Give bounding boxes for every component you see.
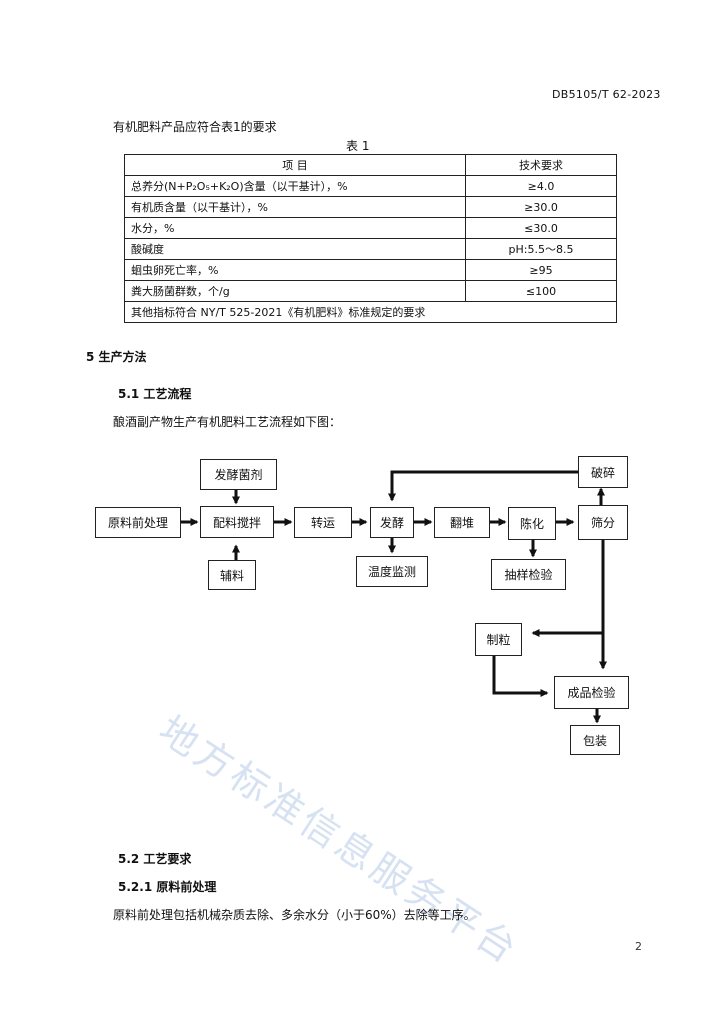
node-packing: 包装 (570, 725, 620, 755)
table-footer-row: 其他指标符合 NY/T 525-2021《有机肥料》标准规定的要求 (124, 301, 617, 323)
table-footer: 其他指标符合 NY/T 525-2021《有机肥料》标准规定的要求 (124, 301, 617, 323)
node-aging: 陈化 (508, 507, 556, 540)
node-product-test: 成品检验 (554, 676, 629, 709)
node-screening: 筛分 (578, 505, 628, 540)
section-5-1-text: 酿酒副产物生产有机肥料工艺流程如下图： (113, 415, 342, 429)
table-row: 总养分(N+P₂O₅+K₂O)含量（以干基计），% ≥4.0 (124, 175, 617, 197)
node-temperature-monitoring: 温度监测 (356, 556, 428, 587)
row-value: ≥4.0 (465, 175, 617, 197)
header-requirement: 技术要求 (465, 154, 617, 176)
section-5-2-1-text: 原料前处理包括机械杂质去除、多余水分（小于60%）去除等工序。 (113, 908, 476, 922)
node-raw-pretreatment: 原料前处理 (95, 507, 181, 538)
node-fermentation: 发酵 (370, 507, 414, 538)
document-id: DB5105/T 62-2023 (552, 88, 661, 101)
node-transport: 转运 (294, 507, 352, 538)
table-row: 蛔虫卵死亡率，% ≥95 (124, 259, 617, 281)
intro-text: 有机肥料产品应符合表1的要求 (113, 120, 277, 134)
node-granulation: 制粒 (475, 623, 522, 656)
node-auxiliary: 辅料 (208, 560, 256, 590)
table-row: 粪大肠菌群数，个/g ≤100 (124, 280, 617, 302)
node-sampling-test: 抽样检验 (491, 559, 566, 590)
page-number: 2 (635, 940, 642, 953)
row-value: ≥95 (465, 259, 617, 281)
node-turning: 翻堆 (434, 507, 490, 538)
row-value: ≤30.0 (465, 217, 617, 239)
table-header-row: 项 目 技术要求 (124, 154, 617, 176)
node-mixing: 配料搅拌 (200, 506, 274, 538)
section-5-2-title: 5.2 工艺要求 (118, 852, 192, 866)
row-item: 总养分(N+P₂O₅+K₂O)含量（以干基计），% (124, 175, 466, 197)
node-crushing: 破碎 (578, 456, 628, 488)
section-5-title: 5 生产方法 (86, 350, 147, 364)
node-fermentation-inoculant: 发酵菌剂 (200, 459, 277, 490)
section-5-2-1-title: 5.2.1 原料前处理 (118, 880, 217, 894)
table-caption: 表 1 (346, 139, 370, 153)
requirements-table: 项 目 技术要求 总养分(N+P₂O₅+K₂O)含量（以干基计），% ≥4.0 … (124, 154, 617, 323)
table-row: 水分，% ≤30.0 (124, 217, 617, 239)
section-5-1-title: 5.1 工艺流程 (118, 387, 192, 401)
row-value: ≥30.0 (465, 196, 617, 218)
